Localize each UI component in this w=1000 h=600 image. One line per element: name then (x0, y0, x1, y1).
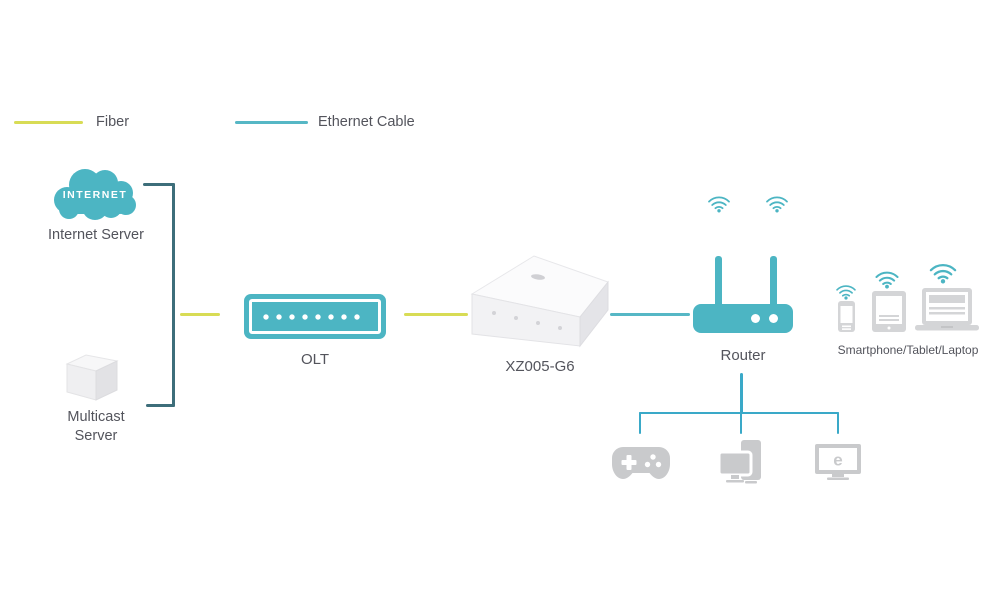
wifi-icon (765, 194, 789, 213)
xz005-g6-device-icon (462, 244, 612, 350)
laptop-icon (915, 288, 979, 333)
bracket-top-line (143, 183, 175, 186)
wifi-icon (707, 194, 731, 213)
wifi-icon (835, 283, 857, 300)
bracket-vertical-line (172, 183, 175, 407)
router-led (769, 314, 778, 323)
bracket-bottom-line (146, 404, 175, 407)
tablet-icon (872, 291, 906, 332)
internet-badge: INTERNET (62, 189, 128, 201)
ethernet-drop-line (740, 373, 743, 414)
iptv-e-glyph: e (833, 451, 842, 470)
router-label: Router (720, 347, 766, 364)
ethernet-stub-right (837, 412, 839, 434)
ont-label: XZ005-G6 (505, 358, 575, 375)
router-icon (693, 304, 793, 333)
ethernet-legend-label: Ethernet Cable (318, 114, 415, 130)
fiber-link-servers-olt (180, 313, 220, 316)
gamepad-icon (612, 444, 670, 482)
multicast-server-label: Multicast Server (67, 409, 125, 444)
olt-label: OLT (300, 351, 330, 368)
smartphone-icon (838, 301, 855, 332)
router-antenna (770, 256, 777, 308)
fiber-legend-label: Fiber (96, 114, 130, 130)
wifi-icon (874, 269, 900, 289)
ethernet-stub-middle (740, 412, 742, 434)
ethernet-stub-left (639, 412, 641, 434)
multicast-server-icon (64, 352, 120, 402)
ethernet-branch-line (639, 412, 839, 414)
fiber-legend-swatch (14, 121, 83, 124)
wireless-clients-label: Smartphone/Tablet/Laptop (837, 343, 979, 357)
olt-frame (249, 299, 381, 334)
olt-ports (263, 313, 367, 320)
ethernet-legend-swatch (235, 121, 308, 124)
wifi-icon (928, 261, 958, 284)
ethernet-link-ont-router (610, 313, 690, 316)
internet-server-label: Internet Server (48, 227, 144, 243)
fiber-link-olt-ont (404, 313, 468, 316)
router-antenna (715, 256, 722, 308)
iptv-icon: e (815, 444, 861, 481)
olt-icon (244, 294, 386, 339)
internet-cloud-icon: INTERNET (47, 165, 143, 222)
router-led (751, 314, 760, 323)
computer-icon (719, 440, 763, 486)
